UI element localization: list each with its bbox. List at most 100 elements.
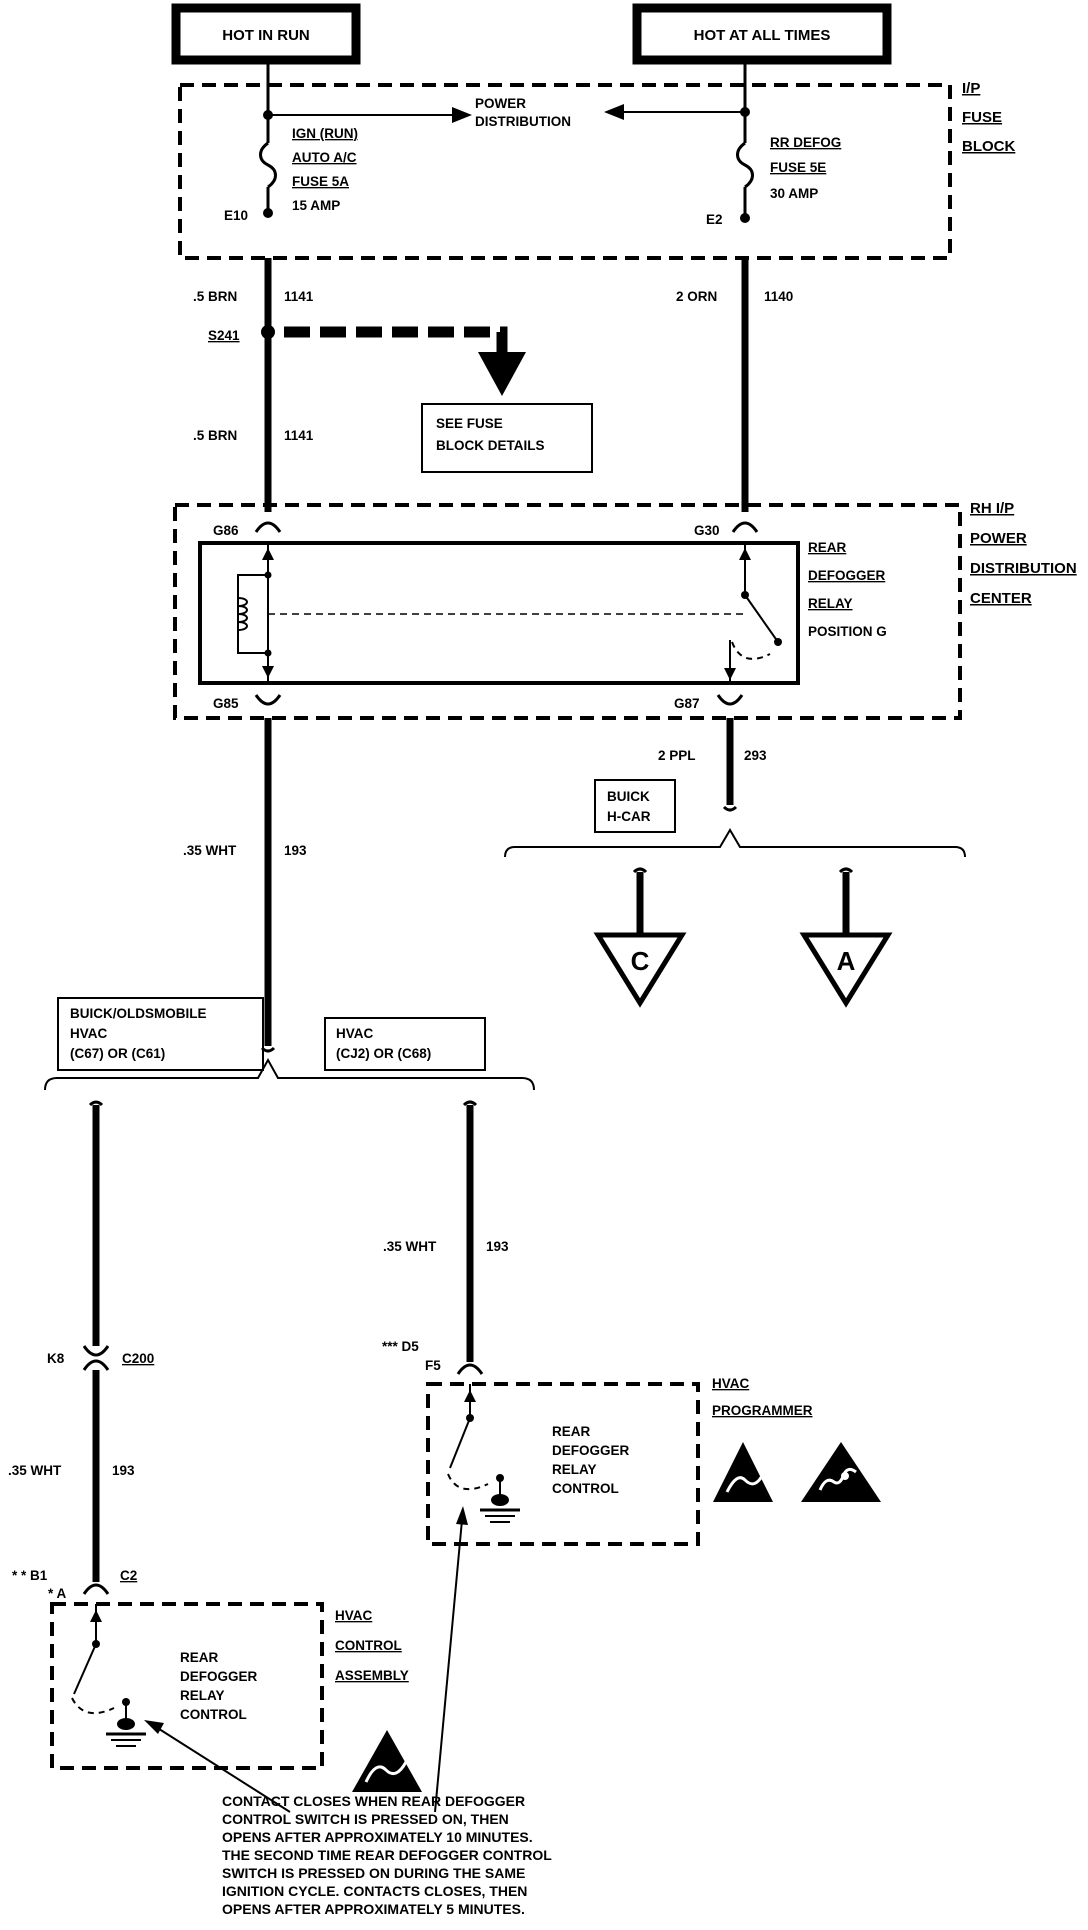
control-assembly-control-4: CONTROL	[180, 1707, 247, 1722]
wire-1141-circuit-mid: 1141	[284, 428, 314, 443]
rh-ip-power-distribution-center: RH I/P POWER DISTRIBUTION CENTER REAR DE…	[173, 500, 1077, 720]
left-fuse-line-3: FUSE 5A	[292, 174, 349, 189]
buick-hcar-box	[594, 779, 676, 833]
programmer-control-2: DEFOGGER	[552, 1443, 630, 1458]
control-assembly-control-1: REAR	[180, 1650, 219, 1665]
hvac-programmer: HVAC PROGRAMMER REAR DEFOGGER RELAY CONT…	[426, 1376, 813, 1546]
hvac-control-assembly: HVAC CONTROL ASSEMBLY REAR DEFOGGER RELA…	[50, 1602, 409, 1770]
relay-switch-contact	[744, 594, 779, 643]
esd-warning-icon	[352, 1730, 422, 1792]
wire-1141-gauge-top: .5 BRN	[193, 289, 237, 304]
connector-a: A	[799, 932, 893, 1008]
programmer-boundary	[426, 1382, 700, 1546]
power-center-label-1: RH I/P	[970, 500, 1014, 517]
source-hot-in-run-label: HOT IN RUN	[222, 27, 310, 44]
connector-c: C	[593, 932, 687, 1008]
programmer-pin-2: F5	[425, 1358, 441, 1373]
ip-fuse-block: I/P FUSE BLOCK POWER DISTRIBUTION IGN (R…	[178, 62, 1015, 260]
power-center-boundary	[173, 503, 962, 720]
note-arrow-control	[155, 1726, 291, 1813]
wire-193-control-circuit: 193	[112, 1463, 135, 1478]
connector-c-label: C	[631, 946, 650, 976]
fuse-block-label-3: BLOCK	[962, 138, 1015, 155]
note-line-5: SWITCH IS PRESSED ON DURING THE SAME	[222, 1865, 525, 1881]
relay-coil-icon	[237, 597, 248, 631]
wire-193-programmer-gauge: .35 WHT	[383, 1239, 437, 1254]
arrow-left-icon	[604, 104, 624, 120]
wire-193-programmer-circuit: 193	[486, 1239, 509, 1254]
option-left-line-1: BUICK/OLDSMOBILE	[70, 1006, 207, 1021]
c200-pin: K8	[47, 1351, 65, 1366]
left-fuse-line-4: 15 AMP	[292, 198, 340, 213]
control-assembly-boundary	[50, 1602, 324, 1770]
right-fuse-line-3: 30 AMP	[770, 186, 818, 201]
control-assembly-label-1: HVAC	[335, 1608, 373, 1623]
programmer-label-2: PROGRAMMER	[712, 1403, 813, 1418]
option-right-line-1: HVAC	[336, 1026, 374, 1041]
wire-193-circuit: 193	[284, 843, 307, 858]
power-distribution-label-2: DISTRIBUTION	[475, 114, 571, 129]
buick-hcar-line-1: BUICK	[607, 789, 650, 804]
programmer-control-4: CONTROL	[552, 1481, 619, 1496]
note-line-6: IGNITION CYCLE. CONTACTS CLOSES, THEN	[222, 1883, 527, 1899]
control-assembly-label-3: ASSEMBLY	[335, 1668, 409, 1683]
relay-label-4: POSITION G	[808, 624, 887, 639]
note-line-4: THE SECOND TIME REAR DEFOGGER CONTROL	[222, 1847, 552, 1863]
buick-hcar-line-2: H-CAR	[607, 809, 651, 824]
fuse-5a-icon	[259, 141, 277, 189]
terminal-d5-icon	[456, 1363, 484, 1375]
power-center-label-3: DISTRIBUTION	[970, 560, 1077, 577]
fuse-details-line-1: SEE FUSE	[436, 416, 503, 431]
left-fuse-line-1: IGN (RUN)	[292, 126, 358, 141]
right-fuse-line-2: FUSE 5E	[770, 160, 826, 175]
ground-icon	[106, 1718, 146, 1747]
wire-1141-circuit-top: 1141	[284, 289, 314, 304]
splice-s241	[261, 325, 275, 339]
terminal-e2: E2	[706, 212, 723, 227]
terminal-g87: G87	[674, 696, 700, 711]
right-fuse-line-1: RR DEFOG	[770, 135, 841, 150]
esd-warning-icon	[801, 1442, 881, 1502]
control-assembly-control-3: RELAY	[180, 1688, 225, 1703]
operation-note: CONTACT CLOSES WHEN REAR DEFOGGER CONTRO…	[222, 1793, 552, 1917]
connector-c2: C2	[120, 1568, 137, 1583]
c200-name: C200	[122, 1351, 154, 1366]
wire-1140-gauge: 2 ORN	[676, 289, 717, 304]
option-right-line-2: (CJ2) OR (C68)	[336, 1046, 431, 1061]
programmer-label-1: HVAC	[712, 1376, 750, 1391]
power-center-label-4: CENTER	[970, 590, 1032, 607]
fuse-details-line-2: BLOCK DETAILS	[436, 438, 545, 453]
wire-293-gauge: 2 PPL	[658, 748, 696, 763]
programmer-control-3: RELAY	[552, 1462, 597, 1477]
note-line-2: CONTROL SWITCH IS PRESSED ON, THEN	[222, 1811, 509, 1827]
note-line-3: OPENS AFTER APPROXIMATELY 10 MINUTES.	[222, 1829, 533, 1845]
wire-293-circuit: 293	[744, 748, 767, 763]
terminal-g30-icon	[731, 521, 759, 533]
source-hot-at-all-times: HOT AT ALL TIMES	[632, 3, 892, 65]
option-box-buick-oldsmobile	[57, 997, 264, 1071]
terminal-b1-icon	[82, 1583, 110, 1595]
arrow-down-icon	[478, 352, 526, 396]
terminal-g87-icon	[716, 694, 744, 706]
option-box-hvac	[324, 1017, 486, 1071]
control-switch-contact	[73, 1643, 97, 1695]
rear-defogger-relay	[198, 541, 800, 685]
fuse-block-label-2: FUSE	[962, 109, 1002, 126]
terminal-g86: G86	[213, 523, 239, 538]
terminal-g86-icon	[254, 521, 282, 533]
note-line-7: OPENS AFTER APPROXIMATELY 5 MINUTES.	[222, 1901, 525, 1917]
wire-193-gauge: .35 WHT	[183, 843, 237, 858]
wire-1141-gauge-mid: .5 BRN	[193, 428, 237, 443]
splice-s241-label: S241	[208, 328, 240, 343]
programmer-switch-contact	[449, 1417, 471, 1469]
fuse-block-label-1: I/P	[962, 80, 980, 97]
arrow-right-icon	[452, 107, 472, 123]
option-left-line-2: HVAC	[70, 1026, 108, 1041]
note-line-1: CONTACT CLOSES WHEN REAR DEFOGGER	[222, 1793, 525, 1809]
left-fuse-line-2: AUTO A/C	[292, 150, 357, 165]
option-bracket-hcar	[504, 828, 966, 858]
connector-a-label: A	[837, 946, 856, 976]
option-bracket-hvac	[44, 1057, 535, 1091]
terminal-e10: E10	[224, 208, 248, 223]
